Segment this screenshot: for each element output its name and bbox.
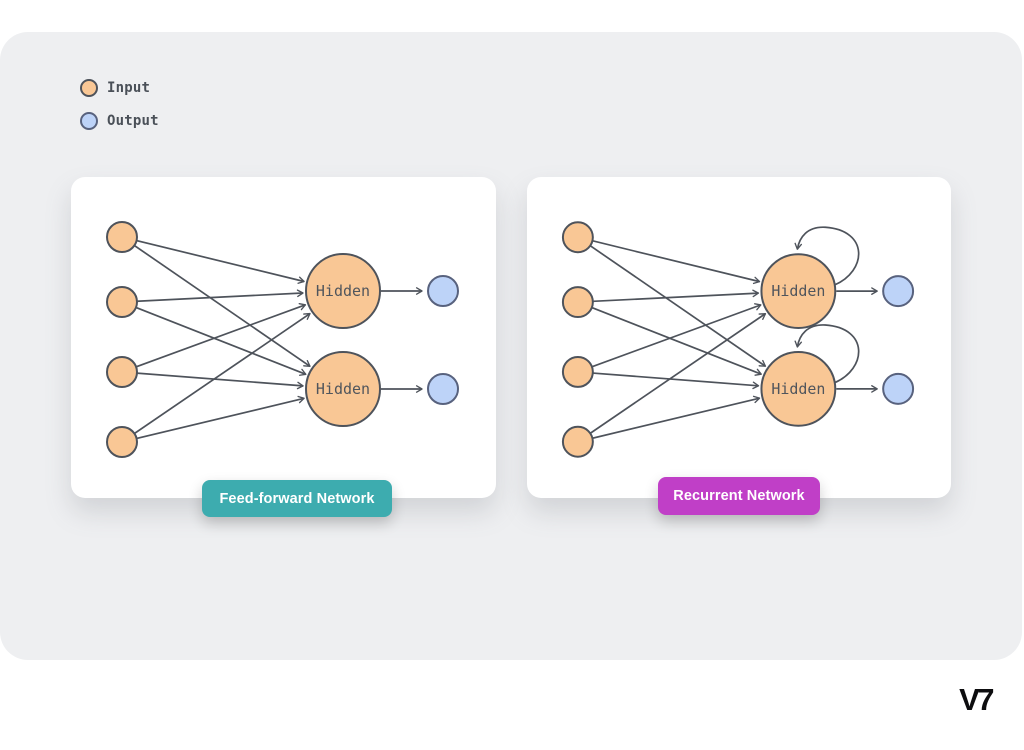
connection-line (577, 236, 767, 367)
connection-line (577, 303, 762, 373)
connection-line (577, 289, 760, 303)
legend: Input Output (80, 79, 159, 130)
recurrent-caption: Recurrent Network (658, 477, 820, 515)
output-node (882, 275, 915, 308)
hidden-node-label: Hidden (771, 380, 825, 398)
self-loop-arrow (794, 324, 860, 384)
input-legend-label: Input (107, 80, 151, 96)
connection-line (121, 395, 305, 443)
legend-item-input: Input (80, 79, 159, 97)
hidden-node (305, 351, 381, 427)
connection-line (121, 289, 304, 303)
connection-line (121, 312, 311, 443)
input-node (106, 426, 138, 458)
input-node (561, 355, 594, 388)
output-legend-swatch (80, 112, 98, 130)
output-node (427, 275, 459, 307)
input-node (106, 286, 138, 318)
output-node (427, 373, 459, 405)
connection-line (121, 236, 305, 284)
input-node (106, 221, 138, 253)
connection-line (121, 236, 311, 368)
feed-forward-caption: Feed-forward Network (202, 480, 392, 517)
v7-logo: V7 (959, 682, 994, 717)
hidden-node (760, 253, 837, 330)
input-legend-swatch (80, 79, 98, 97)
hidden-node (305, 253, 381, 329)
hidden-node-label: Hidden (771, 282, 825, 300)
legend-item-output: Output (80, 112, 159, 130)
output-node (882, 372, 915, 405)
input-node (106, 356, 138, 388)
connection-line (121, 371, 304, 390)
connection-line (577, 236, 761, 285)
hidden-node (760, 350, 837, 427)
input-node (561, 286, 594, 319)
connection-line (121, 303, 307, 373)
self-loop-arrow (794, 226, 860, 286)
connection-line (577, 395, 761, 443)
input-node (561, 221, 594, 254)
hidden-node-label: Hidden (316, 380, 370, 398)
connection-line (577, 371, 760, 390)
input-node (561, 425, 594, 458)
hidden-node-label: Hidden (316, 282, 370, 300)
connection-line (577, 312, 767, 443)
output-legend-label: Output (107, 113, 159, 129)
